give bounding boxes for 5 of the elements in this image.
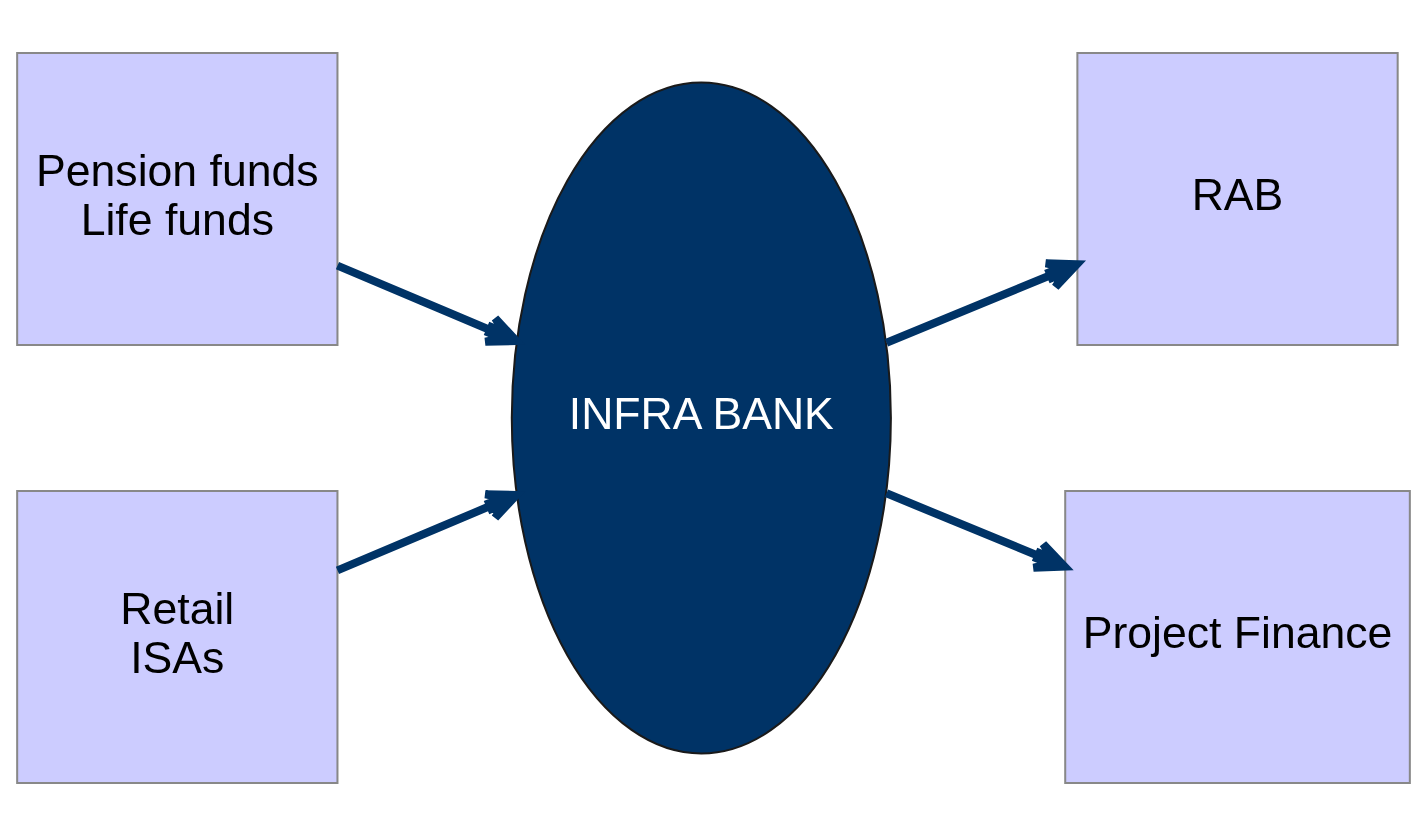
node-box: Project Finance — [1063, 489, 1411, 784]
node-ellipse: INFRA BANK — [510, 81, 892, 755]
node-box: Pension funds Life funds — [15, 52, 338, 347]
node-box: Retail ISAs — [15, 489, 338, 784]
node-box: RAB — [1075, 52, 1399, 347]
